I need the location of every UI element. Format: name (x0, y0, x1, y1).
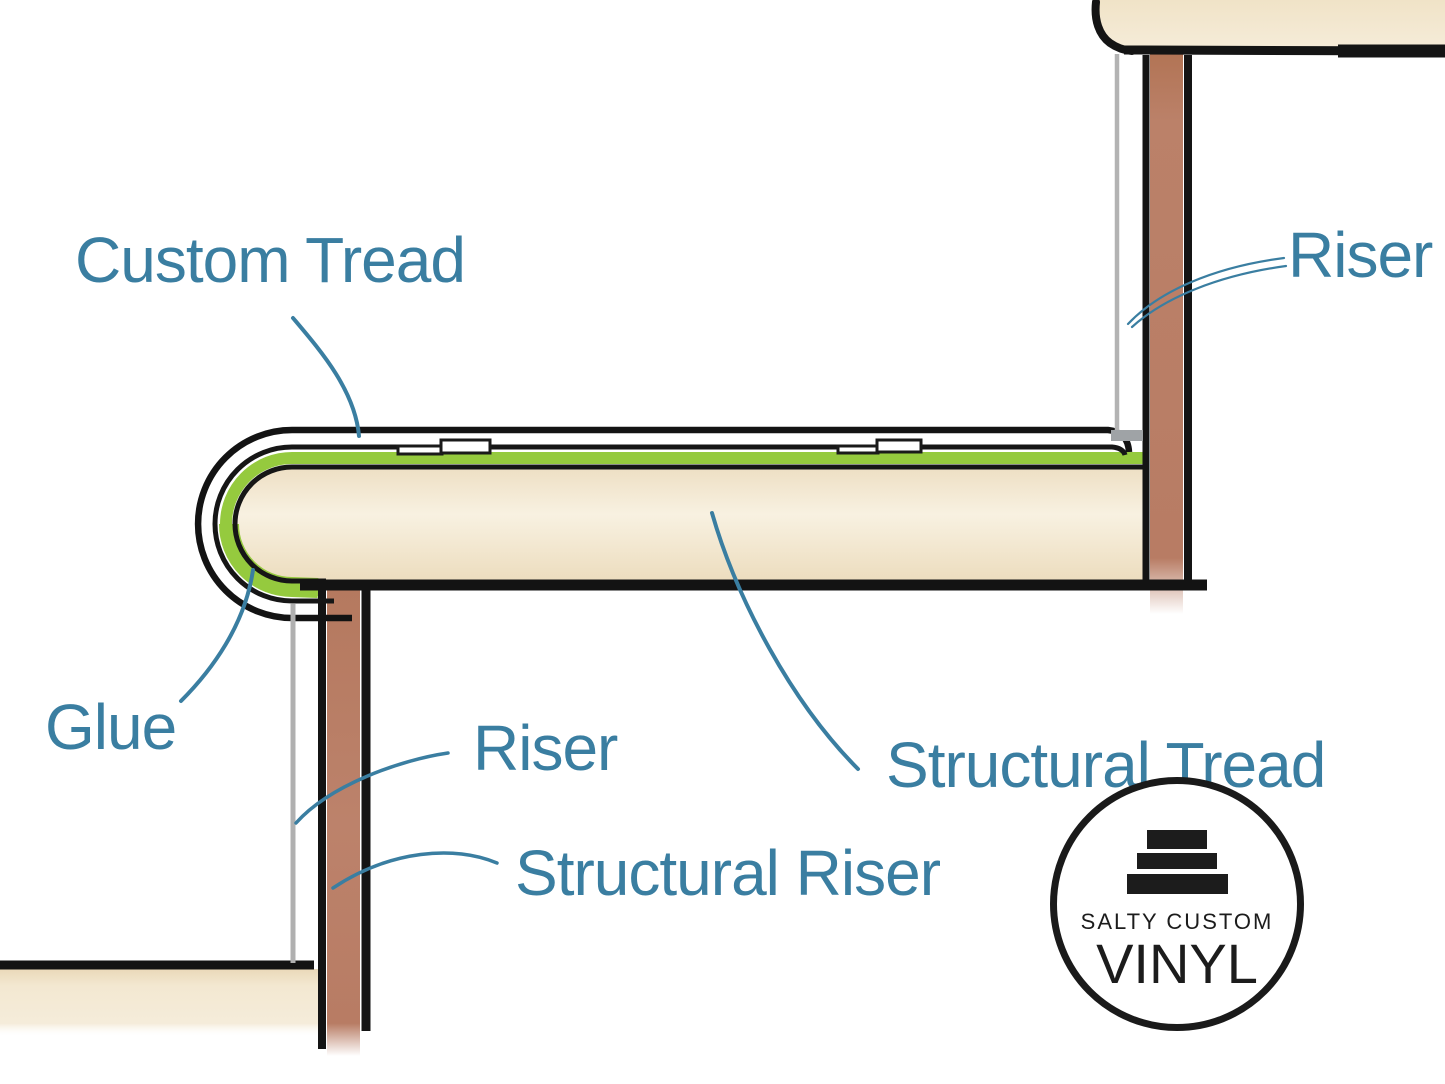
vinyl-seam-right-high (875, 438, 923, 454)
brand-logo: SALTY CUSTOM VINYL (1050, 777, 1304, 1031)
label-structural-riser: Structural Riser (515, 837, 941, 909)
leader-riser-top-a (1126, 256, 1286, 326)
upper-step-tread-fill (1098, 0, 1445, 50)
leader-structural-riser (331, 851, 499, 890)
upper-structural-riser-wood (1150, 54, 1183, 614)
label-glue: Glue (45, 691, 177, 763)
leader-structural-tread (710, 511, 860, 771)
leader-riser-middle (294, 751, 450, 825)
stairs-icon-bar-top (1147, 830, 1207, 849)
label-riser-upper: Riser (1288, 219, 1433, 291)
leader-glue (179, 568, 255, 703)
brand-name-line1: SALTY CUSTOM (1080, 909, 1274, 934)
main-structural-tread-fill (233, 465, 1147, 583)
brand-name-line2: VINYL (1096, 932, 1258, 995)
label-riser-middle: Riser (473, 712, 618, 784)
main-structural-riser-wood (327, 589, 360, 1056)
leader-riser-top-b (1130, 264, 1288, 329)
stairs-icon (1126, 830, 1228, 894)
stairs-icon-bar-bottom (1126, 874, 1228, 894)
leader-custom-tread (291, 316, 361, 438)
vinyl-seam-left-low (396, 444, 444, 456)
upper-custom-tread-hook (1091, 0, 1136, 55)
label-structural-tread: Structural Tread (886, 729, 1326, 801)
main-structural-tread-outline (232, 464, 1147, 584)
label-custom-tread: Custom Tread (75, 224, 466, 296)
vinyl-seam-left-high (439, 438, 492, 455)
stairs-icon-bar-middle (1137, 853, 1217, 869)
vinyl-seam-right-low (836, 444, 880, 455)
custom-tread-inner-line (212, 444, 1128, 604)
upper-riser-liner-foot (1111, 430, 1143, 441)
lower-step-tread-fill (0, 969, 318, 1037)
glue-nose-blob (219, 523, 319, 598)
